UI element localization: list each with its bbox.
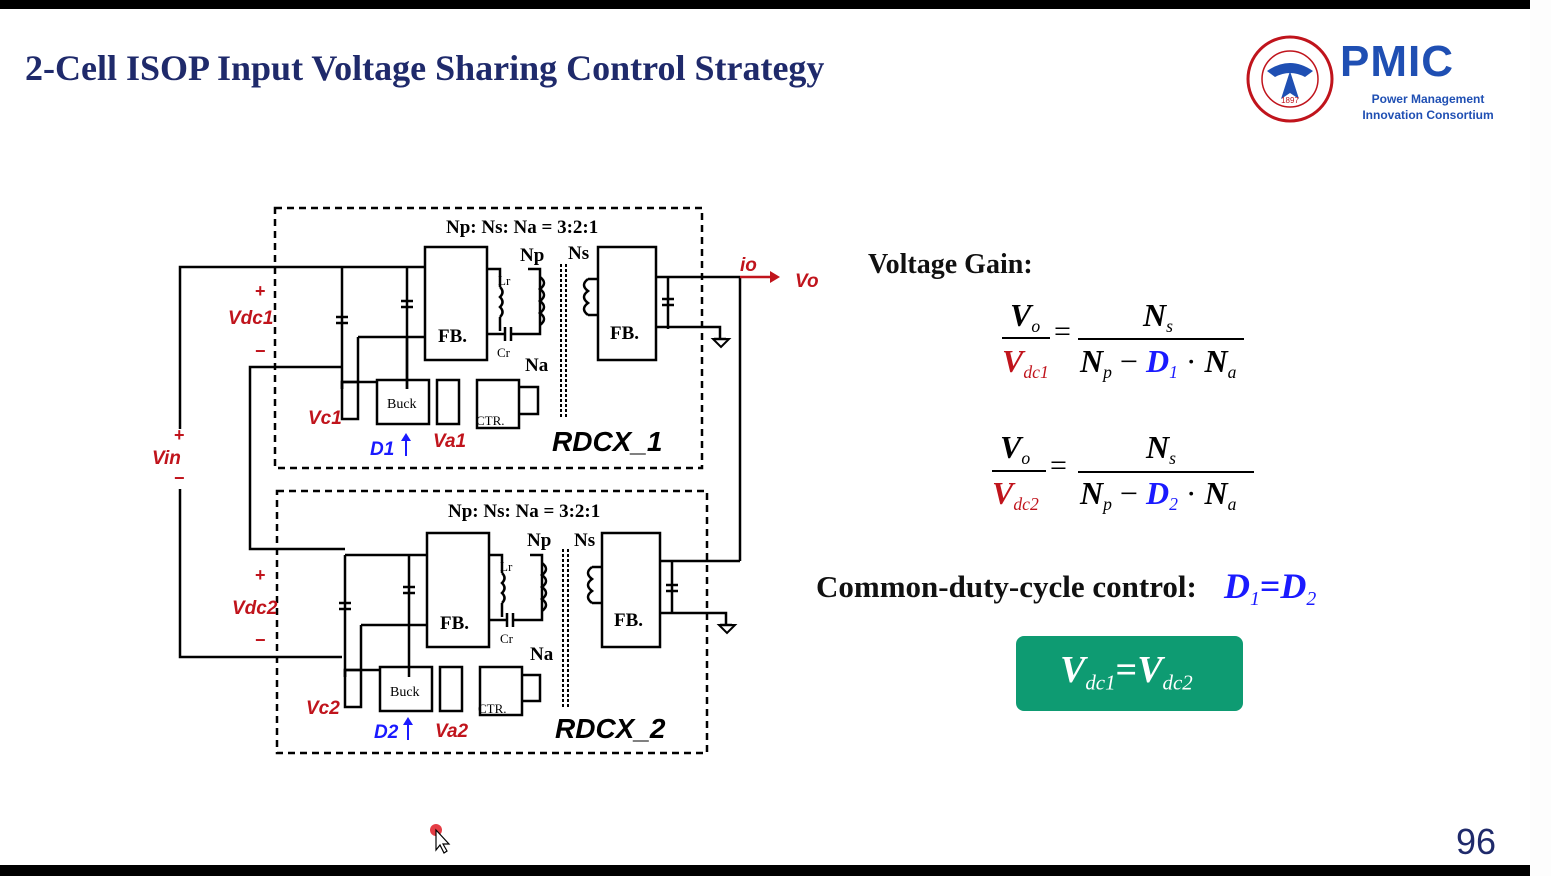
cr-label-1: Cr (497, 345, 511, 360)
fb-label-2p: FB. (440, 613, 469, 634)
vdc2-label: Vdc2 (232, 598, 278, 619)
np-label-1: Np (520, 245, 544, 266)
university-seal-icon: 1897 (1246, 35, 1334, 123)
slide: 2-Cell ISOP Input Voltage Sharing Contro… (0, 9, 1530, 865)
ratio-label-2: Np: Ns: Na = 3:2:1 (448, 501, 600, 522)
isop-circuit-diagram: Np: Ns: Na = 3:2:1 Np: Ns: Na = 3:2:1 FB… (152, 206, 819, 755)
seal-year: 1897 (1281, 96, 1299, 105)
va2-label: Va2 (435, 721, 469, 742)
svg-text:+: + (174, 425, 185, 445)
voltage-sharing-result-box: Vdc1=Vdc2 (1016, 636, 1243, 711)
ns-label-2: Ns (574, 530, 595, 551)
ns-label-1: Ns (568, 243, 589, 264)
rdcx2-box (275, 489, 709, 755)
svg-text:+: + (255, 281, 266, 301)
window-edge (1530, 0, 1551, 876)
common-duty-cycle-label: Common-duty-cycle control: (816, 569, 1197, 604)
va1-label: Va1 (433, 431, 466, 452)
svg-text:+: + (255, 565, 266, 585)
np-label-2: Np (527, 530, 551, 551)
svg-text:−: − (255, 341, 266, 361)
cr-label-2: Cr (500, 631, 514, 646)
lr-label-2: Lr (500, 559, 513, 574)
mouse-pointer-icon (430, 824, 451, 854)
buck-label-2: Buck (390, 685, 420, 700)
na-label-2: Na (530, 644, 554, 665)
vc1-label: Vc1 (308, 408, 342, 429)
common-duty-cycle-equation: D1=D2 (1224, 566, 1317, 610)
ratio-label-1: Np: Ns: Na = 3:2:1 (446, 217, 598, 238)
slide-title: 2-Cell ISOP Input Voltage Sharing Contro… (25, 48, 825, 88)
fb-label-1p: FB. (438, 326, 467, 347)
svg-text:−: − (255, 630, 266, 650)
io-label: io (740, 255, 757, 276)
fb-label-2s: FB. (614, 610, 643, 631)
vo-label: Vo (795, 271, 819, 292)
ctr-label-1: CTR. (476, 413, 505, 428)
brand-sub-line1: Power Management (1371, 92, 1485, 106)
brand-sub-line2: Innovation Consortium (1362, 108, 1494, 122)
module-label-2: RDCX_2 (555, 713, 666, 744)
page-number: 96 (1456, 821, 1497, 862)
d1-label: D1 (370, 439, 394, 460)
vdc1-label: Vdc1 (228, 308, 273, 329)
voltage-gain-label: Voltage Gain: (868, 249, 1033, 280)
svg-text:−: − (174, 468, 185, 488)
na-label-1: Na (525, 355, 549, 376)
d2-label: D2 (374, 722, 399, 743)
brand-logo: PMIC (1340, 37, 1454, 86)
buck-label-1: Buck (387, 397, 417, 412)
vc2-label: Vc2 (306, 698, 340, 719)
result-equation: Vdc1=Vdc2 (1060, 649, 1193, 695)
brand-subtitle: Power Management Innovation Consortium (1353, 91, 1503, 123)
lr-label-1: Lr (498, 273, 511, 288)
rdcx1-box (273, 206, 704, 470)
vin-label: Vin (152, 448, 181, 469)
module-label-1: RDCX_1 (552, 426, 662, 457)
logo-area: 1897 PMIC Power Management Innovation Co… (1245, 25, 1515, 125)
ctr-label-2: CTR. (478, 701, 507, 716)
fb-label-1s: FB. (610, 323, 639, 344)
